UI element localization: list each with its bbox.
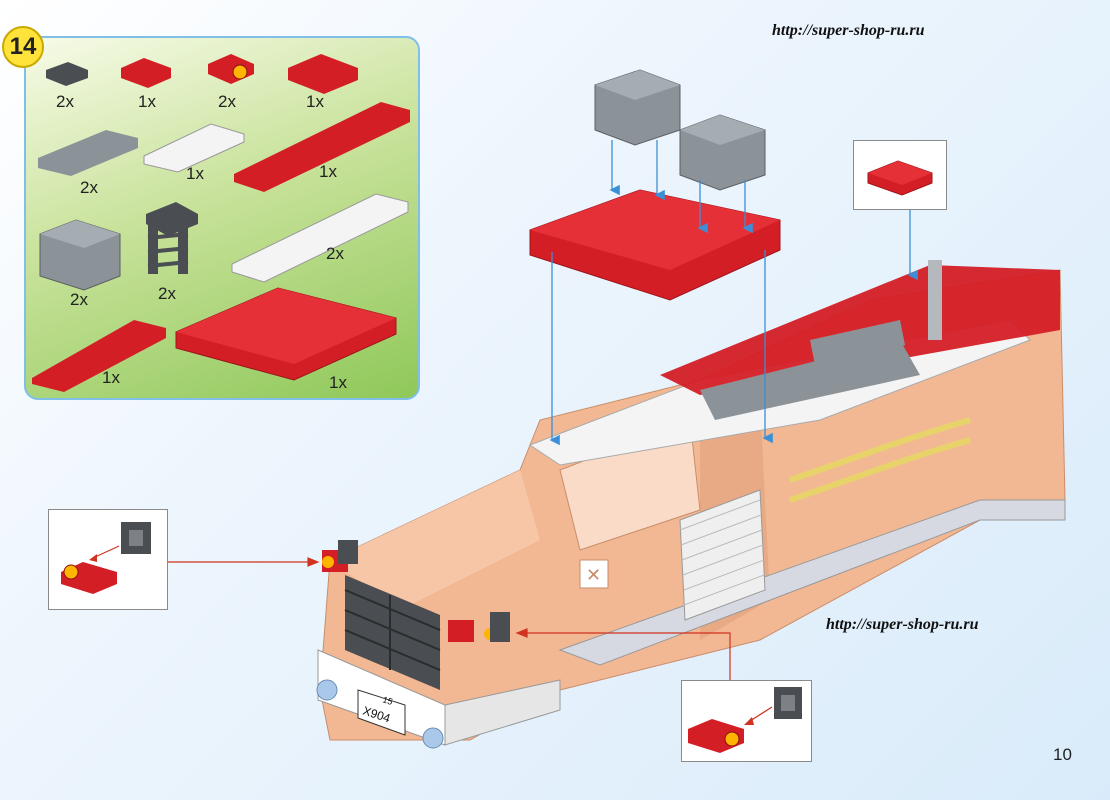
fire-truck-body: X904 15 ✕ [316, 260, 1066, 749]
callout-headlight-right-art [688, 687, 802, 753]
website-url-top[interactable]: http://super-shop-ru.ru [772, 22, 925, 39]
part-ladder-grille [146, 202, 198, 274]
qty-white-1x8-plate: 2x [326, 244, 344, 263]
tools-emblem-icon: ✕ [586, 565, 601, 585]
qty-red-6x6-plate: 1x [329, 373, 347, 392]
license-plate-number: 15 [381, 694, 394, 707]
qty-grey-2x2-brick: 2x [70, 290, 88, 309]
parts-list-panel: 2x 1x 2x 1x 2x 1x 1x 2x 2x 2x 1x 1x [24, 36, 420, 400]
part-red-2x2-plate [288, 54, 358, 94]
part-red-light-plate [208, 54, 254, 84]
part-white-1x4-plate [143, 123, 245, 173]
part-grey-tile [46, 62, 88, 86]
callout-headlight-left-art [61, 522, 151, 594]
qty-red-2x2-plate: 1x [306, 92, 324, 111]
part-grey-1x4-plate [38, 130, 138, 176]
callout-red-plate [853, 140, 947, 210]
assembly-arrows [549, 140, 918, 446]
callout-arrows [166, 557, 731, 680]
red-6x6-plate-floating [529, 189, 781, 301]
part-red-1x8-plate [234, 102, 410, 192]
grey-2x2-brick-floating [594, 69, 766, 191]
qty-red-light-plate: 2x [218, 92, 236, 111]
qty-red-1x6-plate: 1x [102, 368, 120, 387]
qty-grey-1x4-plate: 2x [80, 178, 98, 197]
front-grille [344, 575, 441, 690]
website-url-middle[interactable]: http://super-shop-ru.ru [826, 616, 979, 633]
callout-red-plate-art [867, 160, 933, 196]
qty-red-1x8-plate: 1x [319, 162, 337, 181]
qty-ladder-grille: 2x [158, 284, 176, 303]
step-number-badge: 14 [2, 26, 44, 68]
page-number: 10 [1053, 745, 1072, 764]
qty-red-1x2-plate: 1x [138, 92, 156, 111]
part-red-1x2-plate [121, 58, 171, 88]
qty-grey-tile: 2x [56, 92, 74, 111]
parts-illustrations [32, 54, 410, 392]
callout-headlight-right [681, 680, 812, 762]
callout-headlight-left [48, 509, 168, 610]
part-white-1x8-plate [231, 193, 409, 283]
part-red-1x6-plate [32, 320, 166, 392]
qty-white-1x4-plate: 1x [186, 164, 204, 183]
